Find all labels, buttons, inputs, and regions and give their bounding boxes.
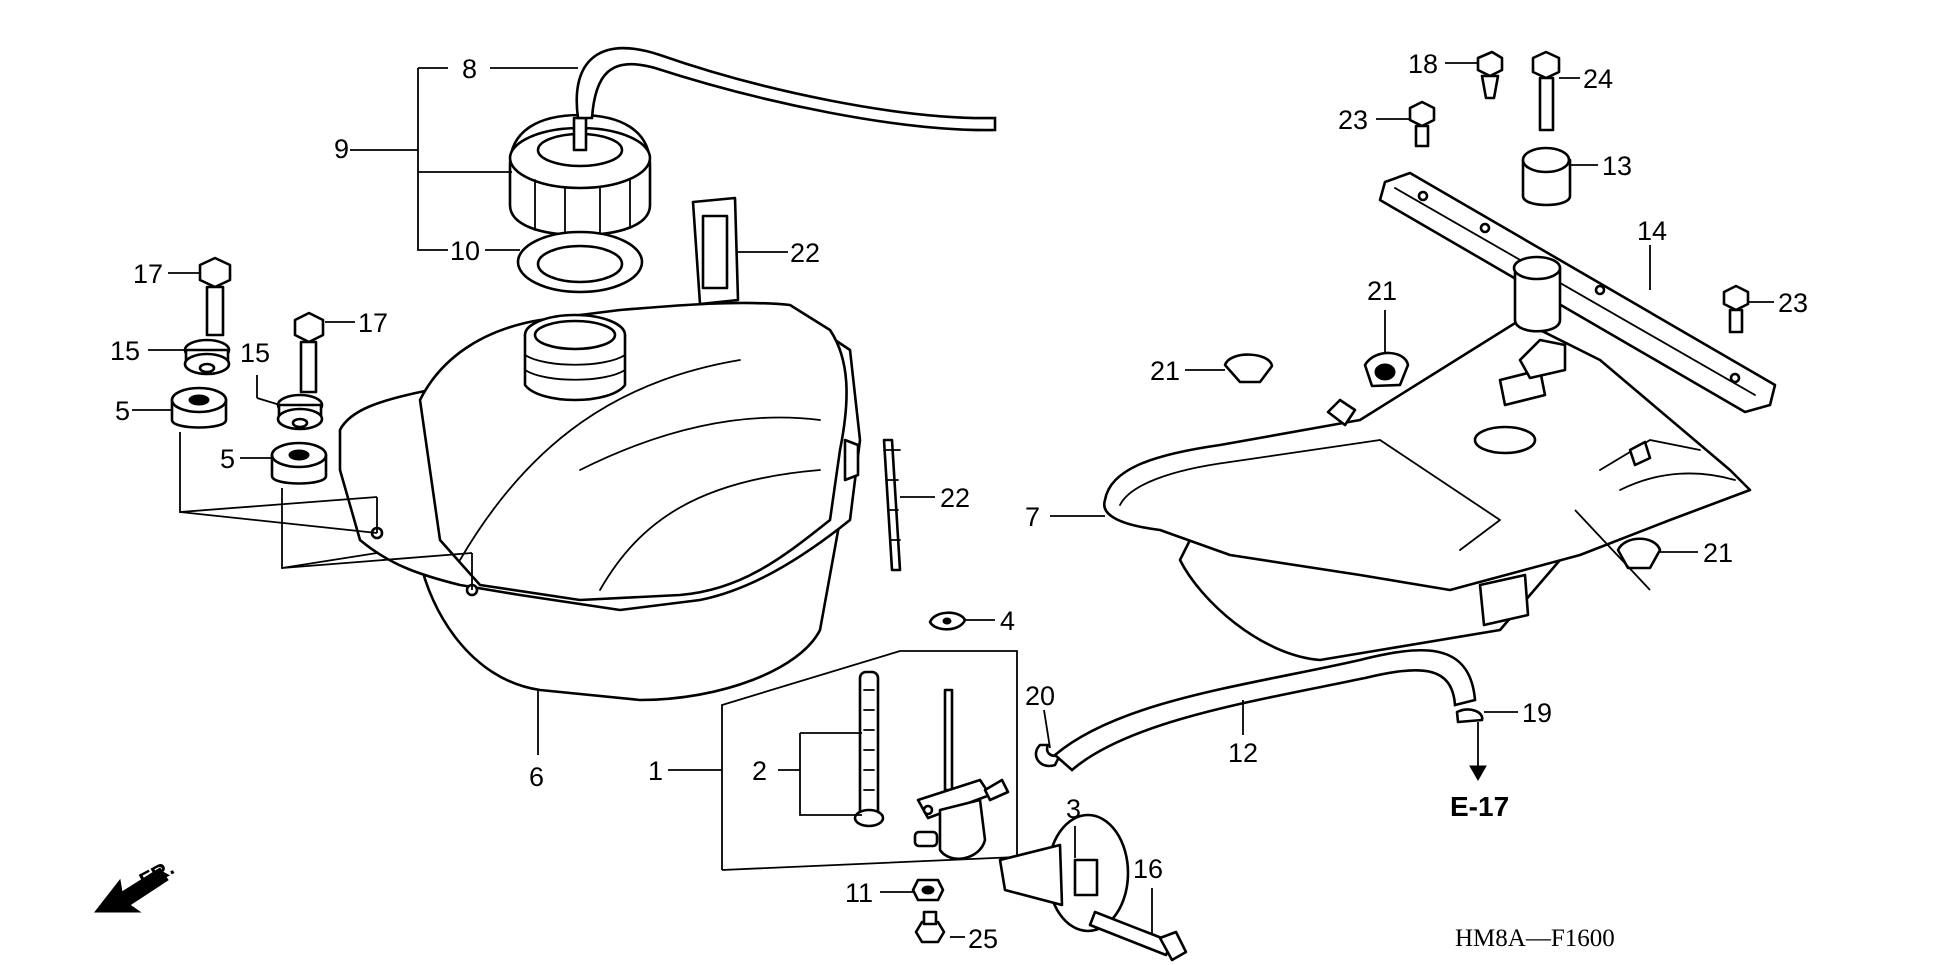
rubber-grommet-21-a	[1223, 353, 1274, 384]
callout-23-right: 23	[1778, 288, 1808, 318]
callout-4: 4	[1000, 606, 1015, 636]
stay-14	[1378, 171, 1777, 414]
clip-18	[1476, 50, 1504, 100]
hose-clip-19	[1455, 708, 1484, 724]
callout-2: 2	[752, 756, 767, 786]
callout-21-c: 21	[1703, 538, 1733, 568]
callout-10: 10	[450, 236, 480, 266]
callout-23-top: 23	[1338, 105, 1368, 135]
callout-labels: 8 9 10 22 22 17 17 15 15 5 5 6 1 2 4 20 …	[110, 49, 1808, 954]
breather-hose	[575, 46, 997, 132]
fuel-strainer	[853, 670, 885, 828]
callout-19: 19	[1522, 698, 1552, 728]
callout-15-left: 15	[110, 336, 140, 366]
front-direction-arrow-icon	[93, 867, 169, 913]
cushion-rubber-3	[998, 813, 1130, 933]
callout-3: 3	[1066, 794, 1081, 824]
callout-18: 18	[1408, 49, 1438, 79]
bolt-17-left	[198, 256, 232, 337]
cushion-rubber-15-left	[183, 338, 231, 376]
fuel-cap	[508, 113, 652, 237]
bolt-16	[1088, 910, 1188, 962]
callout-9: 9	[334, 134, 349, 164]
washer-4	[928, 611, 967, 631]
rubber-mount-5-right	[270, 441, 328, 485]
rubber-grommet-21-b	[1363, 351, 1410, 388]
fuel-tank	[338, 301, 862, 702]
bolt-23-top	[1408, 100, 1436, 148]
callout-8: 8	[462, 54, 477, 84]
callout-13: 13	[1602, 151, 1632, 181]
bolt-25	[914, 910, 946, 944]
band-side	[882, 438, 902, 572]
bolt-23-right	[1722, 284, 1750, 334]
section-reference: E-17	[1450, 791, 1509, 822]
leader-lines	[132, 62, 1774, 938]
fuel-hose	[1053, 648, 1477, 772]
callout-7: 7	[1025, 502, 1040, 532]
callout-20: 20	[1025, 681, 1055, 711]
callout-17-left: 17	[133, 259, 163, 289]
bolt-17-right	[293, 311, 325, 394]
cap-gasket	[516, 230, 644, 294]
callout-17-right: 17	[358, 308, 388, 338]
callout-12: 12	[1228, 738, 1258, 768]
diagram-code: HM8A—F1600	[1455, 925, 1615, 952]
callout-6: 6	[529, 762, 544, 792]
fuel-cock-group-box	[721, 650, 1018, 871]
fuel-cock	[913, 688, 1010, 860]
callout-16: 16	[1133, 854, 1163, 884]
rubber-mount-5-left	[170, 386, 228, 429]
callout-14: 14	[1637, 216, 1667, 246]
cushion-rubber-15-right	[276, 393, 324, 431]
callout-11: 11	[845, 878, 873, 908]
callout-5-right: 5	[220, 444, 235, 474]
nut-11	[911, 878, 945, 902]
bolt-24	[1531, 50, 1561, 132]
callout-22-top: 22	[790, 238, 820, 268]
tank-undercover	[1102, 318, 1752, 662]
callout-5-left: 5	[115, 396, 130, 426]
callout-24: 24	[1583, 64, 1613, 94]
callout-1: 1	[648, 756, 663, 786]
band-top	[691, 196, 740, 306]
callout-25: 25	[968, 924, 998, 954]
callout-22-side: 22	[940, 483, 970, 513]
callout-21-a: 21	[1150, 356, 1180, 386]
cushion-rubber-13	[1521, 146, 1572, 207]
callout-21-b: 21	[1367, 276, 1397, 306]
rubber-grommet-21-c	[1616, 537, 1662, 570]
callout-15-right: 15	[240, 338, 270, 368]
